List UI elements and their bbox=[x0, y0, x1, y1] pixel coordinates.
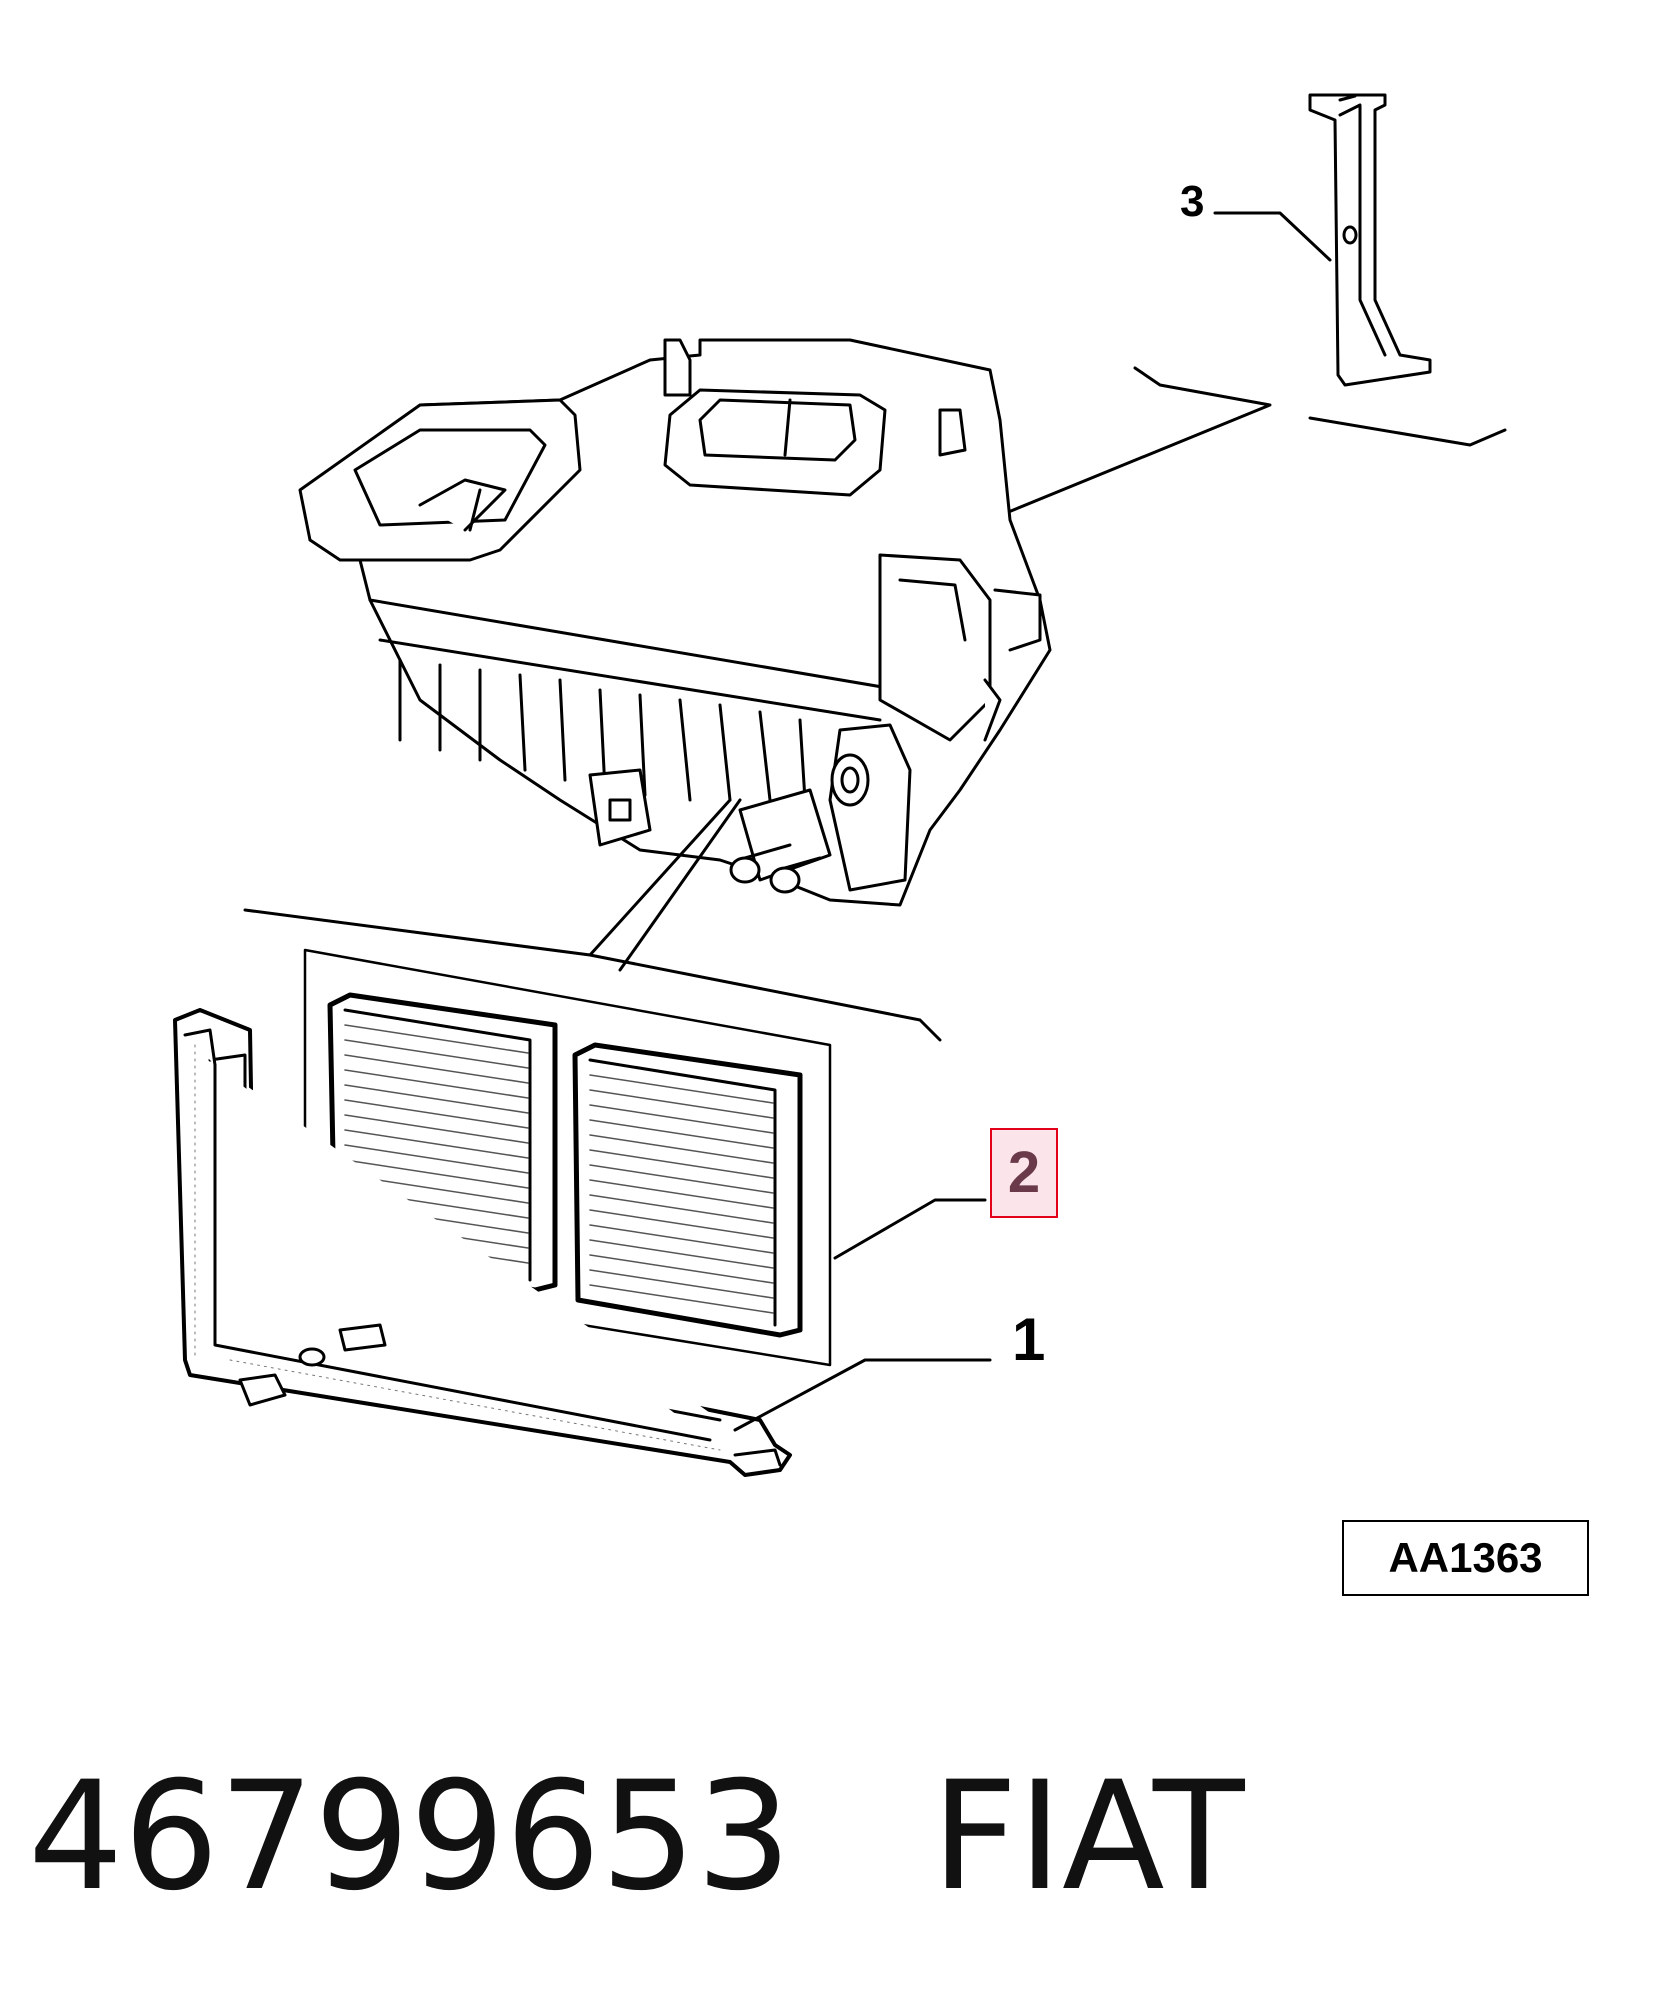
callout-3: 3 bbox=[1180, 177, 1205, 226]
reference-code-box: AA1363 bbox=[1342, 1520, 1589, 1596]
cabin-filter-right bbox=[572, 1042, 803, 1338]
assembly-leader-lower-2 bbox=[618, 798, 742, 972]
assembly-leader-upper-right bbox=[1308, 416, 1507, 447]
assembly-leader-lower-right bbox=[588, 953, 942, 1042]
callout-2-highlighted: 2 bbox=[990, 1128, 1058, 1218]
brand-name: FIAT bbox=[931, 1750, 1245, 1924]
seal-frame-part-1 bbox=[173, 1008, 792, 1477]
caption: 46799653 FIAT bbox=[28, 1750, 1245, 1924]
leader-line-2 bbox=[833, 1198, 987, 1260]
assembly-leader-upper bbox=[938, 366, 1272, 542]
callout-1: 1 bbox=[1012, 1306, 1046, 1373]
leader-line-3 bbox=[1213, 211, 1332, 262]
leader-line-1 bbox=[733, 1358, 992, 1432]
parts-diagram bbox=[173, 93, 1507, 1477]
bracket-part-3 bbox=[1308, 93, 1432, 387]
heater-housing bbox=[298, 338, 1052, 907]
cabin-filter-left bbox=[327, 992, 558, 1293]
part-number: 46799653 bbox=[28, 1750, 792, 1924]
